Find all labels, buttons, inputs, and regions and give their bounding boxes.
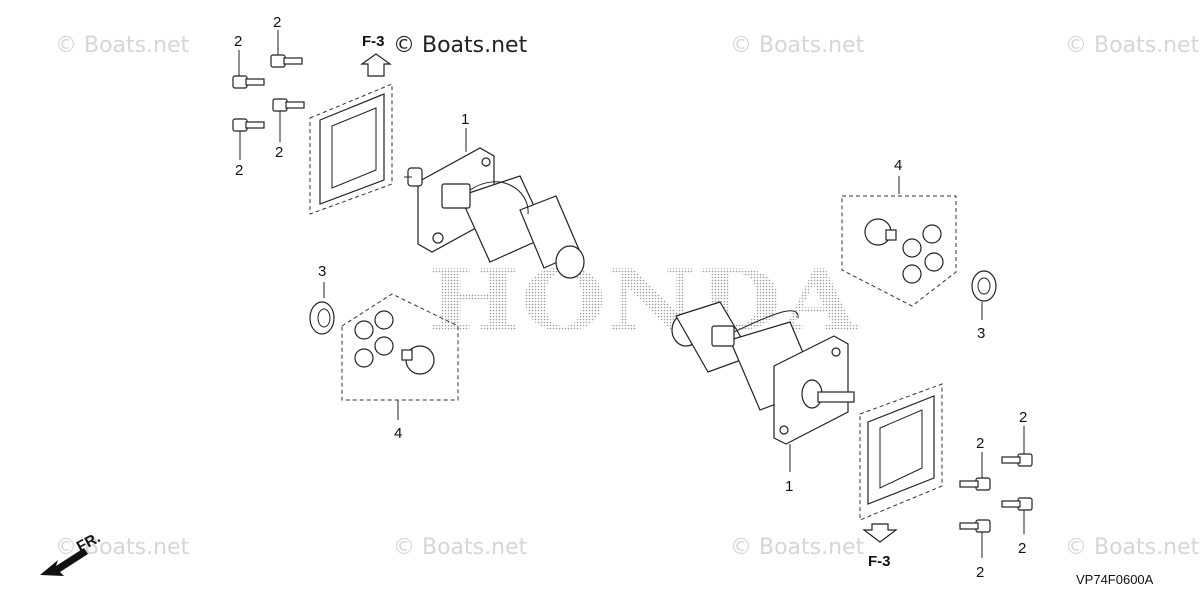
watermark-text: © Boats.net <box>730 33 865 58</box>
callout-2: 2 <box>1018 540 1026 557</box>
oil-seal-right <box>971 270 997 302</box>
gasket <box>319 93 385 205</box>
motor-assembly-upper <box>404 147 585 279</box>
gasket-boundary <box>309 83 393 215</box>
front-direction-arrow-icon <box>40 548 88 576</box>
reference-label-bottom: F-3 <box>868 553 891 570</box>
callout-4: 4 <box>894 157 902 174</box>
up-arrow-icon <box>360 53 392 77</box>
callout-1: 1 <box>785 478 793 495</box>
watermark-text: © Boats.net <box>55 33 190 58</box>
watermark-text: © Boats.net <box>1065 33 1200 58</box>
gasket <box>867 395 935 505</box>
gear-set-boundary <box>341 293 459 401</box>
callout-2: 2 <box>1019 409 1027 426</box>
gasket-boundary <box>859 383 943 521</box>
callout-2: 2 <box>234 33 242 50</box>
reference-label-top: F-3 <box>362 33 385 50</box>
callout-3: 3 <box>977 325 985 342</box>
bolt-icon <box>959 452 991 491</box>
callout-2: 2 <box>976 564 984 581</box>
bolt-icon <box>1001 497 1033 534</box>
down-arrow-icon <box>862 523 898 543</box>
watermark-text: © Boats.net <box>730 535 865 560</box>
callout-1: 1 <box>461 111 469 128</box>
callout-2: 2 <box>273 14 281 31</box>
watermark-text: © Boats.net <box>393 33 528 58</box>
bolt-icon <box>272 98 305 142</box>
callout-2: 2 <box>235 162 243 179</box>
callout-2: 2 <box>275 144 283 161</box>
bolt-icon <box>232 118 265 160</box>
oil-seal-left <box>309 301 335 335</box>
watermark-text: © Boats.net <box>393 535 528 560</box>
gear-set-left <box>354 310 435 375</box>
gear-set-right <box>864 218 944 284</box>
callout-4: 4 <box>394 425 402 442</box>
watermark-text: © Boats.net <box>1065 535 1200 560</box>
callout-2: 2 <box>976 435 984 452</box>
callout-3: 3 <box>318 263 326 280</box>
motor-assembly-lower <box>671 301 855 445</box>
bolt-icon <box>959 519 991 558</box>
gear-set-boundary <box>841 195 957 307</box>
diagram-code: VP74F0600A <box>1076 572 1154 587</box>
bolt-icon <box>270 30 303 68</box>
bolt-icon <box>232 50 265 89</box>
bolt-icon <box>1001 426 1033 467</box>
